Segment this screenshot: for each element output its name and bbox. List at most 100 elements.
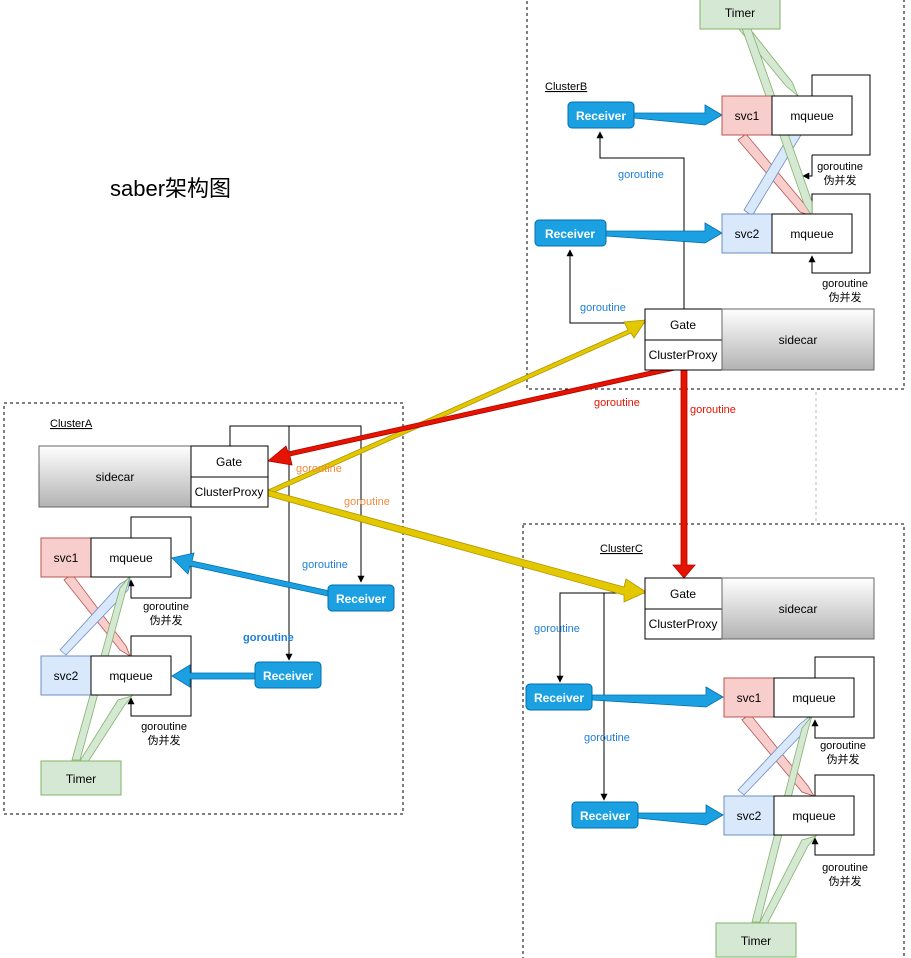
goroutine-label-b4: goroutine bbox=[822, 278, 868, 290]
receiver-2-c bbox=[571, 801, 639, 829]
receiver-1-b bbox=[567, 101, 635, 129]
goroutine-label-orange2: goroutine bbox=[344, 496, 390, 508]
timer-b bbox=[699, 0, 781, 30]
timer-c bbox=[715, 922, 797, 958]
gate-c-label: Gate bbox=[670, 587, 696, 601]
pseudo-label-b4: 伪并发 bbox=[829, 290, 862, 304]
connector-gate-receiver1-a bbox=[229, 425, 365, 583]
goroutine-label-orange1: goroutine bbox=[296, 463, 342, 475]
cluster-a-nodes: sidecar Gate ClusterProxy svc1 mqueue sv… bbox=[38, 445, 395, 796]
gate-b-label: Gate bbox=[670, 318, 696, 332]
arrow-proxy-a-to-gate-b bbox=[267, 319, 647, 495]
arrow-svc2-to-mqueue1-c bbox=[737, 714, 811, 796]
arrow-receiver1-to-mqueue1-a bbox=[171, 552, 331, 597]
loop-mqueue1-c bbox=[811, 656, 875, 739]
svc1-a bbox=[40, 537, 92, 578]
cluster-proxy-b bbox=[644, 339, 723, 371]
svc1-b-label: svc1 bbox=[735, 109, 760, 123]
cluster-a-container bbox=[3, 402, 404, 815]
mqueue-2-a bbox=[90, 655, 172, 696]
connector-gate-receiver2-b bbox=[566, 249, 645, 324]
gate-a-label: Gate bbox=[216, 455, 242, 469]
sidecar-c-label: sidecar bbox=[779, 602, 818, 616]
goroutine-label-a3: goroutine bbox=[143, 601, 189, 613]
receiver-1-c-label: Receiver bbox=[534, 691, 584, 705]
cluster-c-nodes: Gate ClusterProxy sidecar Receiver Recei… bbox=[525, 577, 875, 958]
connector-gate-receiver1-c bbox=[556, 592, 645, 683]
pseudo-label-c3: 伪并发 bbox=[827, 752, 860, 766]
mqueue-1-a-label: mqueue bbox=[109, 551, 153, 565]
goroutine-label-red2: goroutine bbox=[690, 404, 736, 416]
connector-gate-receiver1-b bbox=[596, 131, 685, 309]
goroutine-label-b1: goroutine bbox=[618, 169, 664, 181]
receiver-1-b-label: Receiver bbox=[576, 109, 626, 123]
mqueue-1-b bbox=[771, 95, 853, 136]
sidecar-c bbox=[721, 577, 875, 640]
sidecar-b bbox=[721, 308, 875, 371]
mqueue-2-c bbox=[773, 795, 855, 836]
sidecar-a bbox=[38, 445, 192, 508]
sidecar-a-label: sidecar bbox=[96, 470, 135, 484]
cluster-a-label: ClusterA bbox=[50, 418, 93, 430]
receiver-1-a bbox=[327, 584, 395, 612]
receiver-2-b-label: Receiver bbox=[545, 227, 595, 241]
mqueue-2-c-label: mqueue bbox=[792, 809, 836, 823]
timer-a bbox=[40, 760, 122, 796]
arrow-receiver2-to-svc2-c bbox=[637, 804, 724, 826]
gate-b bbox=[644, 308, 723, 341]
page-title: saber架构图 bbox=[110, 176, 231, 201]
svc2-b bbox=[721, 213, 773, 254]
gate-a bbox=[190, 445, 269, 478]
loop-mqueue2-b bbox=[808, 193, 871, 274]
svc1-c bbox=[723, 677, 775, 718]
cluster-c-container bbox=[522, 523, 905, 958]
receiver-2-c-label: Receiver bbox=[580, 809, 630, 823]
receiver-2-a bbox=[254, 661, 322, 689]
goroutine-label-c1: goroutine bbox=[534, 623, 580, 635]
svc2-a-label: svc2 bbox=[54, 669, 79, 683]
cluster-proxy-c bbox=[644, 608, 723, 640]
receiver-1-c bbox=[525, 683, 593, 711]
cluster-proxy-c-label: ClusterProxy bbox=[649, 617, 718, 631]
svc1-a-label: svc1 bbox=[54, 551, 79, 565]
sidecar-b-label: sidecar bbox=[779, 333, 818, 347]
cluster-proxy-b-label: ClusterProxy bbox=[649, 348, 718, 362]
cluster-b-container bbox=[526, 0, 905, 390]
pseudo-label-a4: 伪并发 bbox=[148, 733, 181, 747]
receiver-2-b bbox=[534, 219, 607, 247]
receiver-1-a-label: Receiver bbox=[336, 592, 386, 606]
goroutine-label-c2: goroutine bbox=[584, 732, 630, 744]
cross-cluster-arrows bbox=[267, 319, 696, 603]
svc1-c-label: svc1 bbox=[737, 691, 762, 705]
timer-c-label: Timer bbox=[741, 934, 771, 948]
receiver-2-a-label: Receiver bbox=[263, 669, 313, 683]
blue-arrows bbox=[171, 104, 724, 826]
goroutine-label-red1: goroutine bbox=[594, 397, 640, 409]
gate-c bbox=[644, 577, 723, 610]
mqueue-1-c-label: mqueue bbox=[792, 691, 836, 705]
annotation-labels: goroutine goroutine goroutine 伪并发 gorout… bbox=[141, 161, 868, 888]
timer-b-label: Timer bbox=[725, 6, 755, 20]
arrow-proxy-b-to-gate-c bbox=[672, 369, 696, 579]
goroutine-label-c3: goroutine bbox=[820, 740, 866, 752]
cluster-proxy-a-label: ClusterProxy bbox=[195, 485, 264, 499]
arrow-proxy-a-to-gate-c bbox=[267, 489, 647, 603]
mqueue-1-a bbox=[90, 537, 172, 578]
arrow-receiver1-to-svc1-c bbox=[591, 686, 724, 708]
pseudo-label-b3: 伪并发 bbox=[824, 173, 857, 187]
pseudo-label-a3: 伪并发 bbox=[150, 613, 183, 627]
arrow-receiver2-to-mqueue2-a bbox=[171, 664, 256, 688]
svc2-c bbox=[723, 795, 775, 836]
pseudo-label-c4: 伪并发 bbox=[829, 874, 862, 888]
goroutine-label-a1: goroutine bbox=[302, 559, 348, 571]
mqueue-2-a-label: mqueue bbox=[109, 669, 153, 683]
cluster-b-nodes: Timer Receiver Receiver svc1 mqueue svc2… bbox=[534, 0, 875, 371]
arrow-proxy-b-to-gate-a bbox=[267, 363, 685, 466]
svc1-b bbox=[721, 95, 773, 136]
svc2-c-label: svc2 bbox=[737, 809, 762, 823]
mqueue-2-b bbox=[771, 213, 853, 254]
loop-frame1-b bbox=[811, 74, 871, 156]
timer-a-label: Timer bbox=[66, 772, 96, 786]
mqueue-1-c bbox=[773, 677, 855, 718]
mqueue-1-b-label: mqueue bbox=[790, 109, 834, 123]
